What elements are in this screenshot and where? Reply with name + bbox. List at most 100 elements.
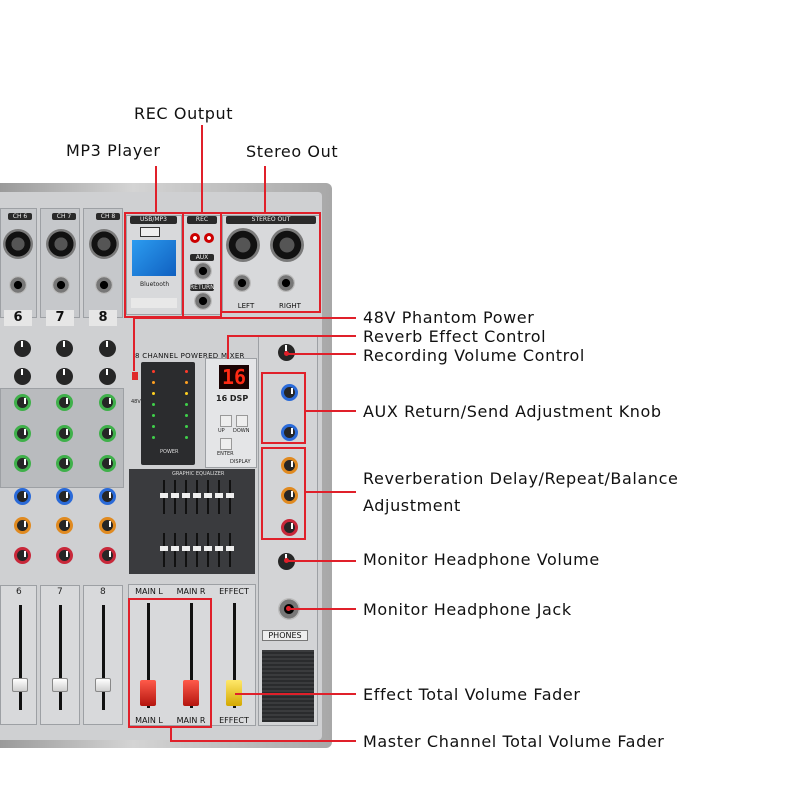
return-jack[interactable] — [194, 292, 212, 310]
eq-high-knob[interactable] — [56, 394, 73, 411]
eq-slider[interactable] — [171, 493, 179, 498]
bluetooth-label: Bluetooth — [140, 281, 170, 288]
eq-slider[interactable] — [182, 546, 190, 551]
dsp-display: 16 — [219, 365, 249, 389]
aux-jack[interactable] — [194, 262, 212, 280]
rec-right-rca[interactable] — [204, 233, 214, 243]
phones-label: PHONES — [262, 630, 308, 641]
stereo-out-label: STEREO OUT — [226, 216, 316, 224]
comp-knob[interactable] — [56, 368, 73, 385]
stereo-out-left-jack[interactable] — [233, 274, 251, 292]
aux-send-knob[interactable] — [281, 384, 298, 401]
eq-mid-knob[interactable] — [56, 425, 73, 442]
eq-slider[interactable] — [215, 546, 223, 551]
callout-effect-fader: Effect Total Volume Fader — [363, 685, 581, 704]
line-input-jack[interactable] — [9, 276, 27, 294]
dsp-enter-button[interactable] — [220, 438, 232, 450]
line-input-jack[interactable] — [95, 276, 113, 294]
main-l-bottom-label: MAIN L — [135, 716, 163, 725]
fader-number: 6 — [16, 587, 22, 597]
channel-tag: CH 6 — [8, 213, 32, 220]
reverb-balance-knob[interactable] — [281, 519, 298, 536]
master-highlight-box — [128, 598, 212, 728]
pan-knob[interactable] — [99, 547, 116, 564]
enter-label: ENTER — [217, 451, 234, 457]
gain-knob[interactable] — [99, 340, 116, 357]
callout-mp3-player: MP3 Player — [66, 141, 161, 160]
reverb-repeat-knob[interactable] — [281, 487, 298, 504]
channel-tag: CH 7 — [52, 213, 76, 220]
xlr-input-jack[interactable] — [46, 229, 76, 259]
send-aux-knob[interactable] — [56, 488, 73, 505]
comp-knob[interactable] — [14, 368, 31, 385]
stereo-out-right-jack[interactable] — [277, 274, 295, 292]
display-label: DISPLAY — [230, 459, 251, 465]
eq-slider[interactable] — [215, 493, 223, 498]
eq-slider[interactable] — [226, 546, 234, 551]
main-r-label: MAIN R — [176, 587, 206, 596]
xlr-input-jack[interactable] — [3, 229, 33, 259]
eq-mid-knob[interactable] — [14, 425, 31, 442]
eq-slider[interactable] — [204, 546, 212, 551]
channel-fader-8[interactable] — [95, 678, 111, 692]
pan-knob[interactable] — [14, 547, 31, 564]
eq-high-knob[interactable] — [99, 394, 116, 411]
graphic-eq — [129, 469, 255, 574]
channel-number: 7 — [46, 310, 74, 326]
eq-slider[interactable] — [226, 493, 234, 498]
eq-slider[interactable] — [204, 493, 212, 498]
eq-label: GRAPHIC EQUALIZER — [172, 471, 225, 477]
rec-highlight-box — [182, 212, 222, 318]
eff-knob[interactable] — [99, 517, 116, 534]
gain-knob[interactable] — [56, 340, 73, 357]
up-label: UP — [218, 428, 225, 434]
main-r-fader[interactable] — [183, 680, 199, 706]
callout-monitor-headphone-jack: Monitor Headphone Jack — [363, 600, 572, 619]
stereo-out-right-xlr[interactable] — [270, 228, 304, 262]
eq-slider[interactable] — [182, 493, 190, 498]
eq-slider[interactable] — [193, 493, 201, 498]
usb-port[interactable] — [140, 227, 160, 237]
aux-highlight-box — [261, 372, 306, 444]
comp-knob[interactable] — [99, 368, 116, 385]
rec-left-rca[interactable] — [190, 233, 200, 243]
eq-mid-knob[interactable] — [99, 425, 116, 442]
eff-knob[interactable] — [56, 517, 73, 534]
main-l-label: MAIN L — [135, 587, 163, 596]
effect-fader[interactable] — [226, 680, 242, 706]
eq-high-knob[interactable] — [14, 394, 31, 411]
line-input-jack[interactable] — [52, 276, 70, 294]
aux-label: AUX — [190, 254, 214, 261]
pan-knob[interactable] — [56, 547, 73, 564]
eq-low-knob[interactable] — [56, 455, 73, 472]
gain-knob[interactable] — [14, 340, 31, 357]
mp3-buttons[interactable] — [131, 298, 177, 308]
send-aux-knob[interactable] — [14, 488, 31, 505]
aux-return-knob[interactable] — [281, 424, 298, 441]
dsp-up-button[interactable] — [220, 415, 232, 427]
dsp-down-button[interactable] — [236, 415, 248, 427]
stereo-out-left-xlr[interactable] — [226, 228, 260, 262]
channel-fader-7[interactable] — [52, 678, 68, 692]
eq-slider[interactable] — [160, 493, 168, 498]
callout-reverb-effect: Reverb Effect Control — [363, 327, 547, 346]
callout-aux-return-send: AUX Return/Send Adjustment Knob — [363, 402, 662, 421]
xlr-input-jack[interactable] — [89, 229, 119, 259]
mp3-highlight-box — [124, 212, 184, 318]
reverb-delay-knob[interactable] — [281, 457, 298, 474]
eq-slider[interactable] — [193, 546, 201, 551]
callout-rec-output: REC Output — [134, 104, 234, 123]
eq-slider[interactable] — [160, 546, 168, 551]
eff-knob[interactable] — [14, 517, 31, 534]
mp3-lcd-screen — [132, 240, 176, 276]
phantom-power-switch[interactable] — [132, 372, 138, 380]
channel-fader-6[interactable] — [12, 678, 28, 692]
callout-reverb-delay-line2: Adjustment — [363, 496, 461, 515]
stereo-out-highlight-box — [220, 212, 321, 313]
eq-slider[interactable] — [171, 546, 179, 551]
eq-low-knob[interactable] — [14, 455, 31, 472]
send-aux-knob[interactable] — [99, 488, 116, 505]
main-l-fader[interactable] — [140, 680, 156, 706]
eq-low-knob[interactable] — [99, 455, 116, 472]
led-meter — [141, 362, 195, 465]
